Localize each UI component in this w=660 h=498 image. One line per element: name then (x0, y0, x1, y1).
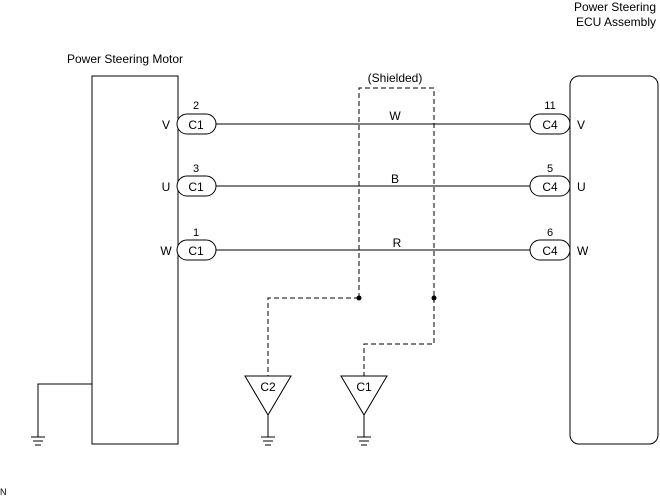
shield-ground-c2: C2 (244, 375, 292, 446)
motor-connector-label: C1 (188, 244, 204, 258)
wire-color-label: R (393, 236, 402, 250)
corner-mark: N (0, 487, 7, 497)
ecu-connector-label: C4 (542, 244, 558, 258)
ecu-terminal-label: W (577, 244, 589, 258)
wire-u: 3 U C1 B 5 C4 U (162, 163, 586, 197)
ecu-title-line2: ECU Assembly (576, 15, 656, 29)
motor-ground (31, 383, 92, 446)
motor-terminal-label: U (162, 180, 171, 194)
motor-title: Power Steering Motor (67, 52, 183, 66)
splice-point (431, 295, 437, 301)
shield-drain-right (363, 295, 437, 376)
ecu-connector (529, 113, 571, 135)
motor-terminal-label: V (162, 118, 170, 132)
shield-label: (Shielded) (368, 71, 423, 85)
motor-pin-number: 2 (193, 100, 199, 112)
shield-enclosure (358, 87, 435, 298)
ecu-connector (529, 239, 571, 261)
motor-connector (176, 239, 217, 261)
ecu-pin-number: 11 (544, 100, 555, 112)
motor-body (91, 75, 179, 445)
ecu-connector-label: C4 (542, 180, 558, 194)
wire-color-label: W (389, 109, 401, 123)
ground-connector-triangle (340, 375, 388, 416)
motor-pin-number: 3 (193, 163, 199, 175)
shield-drain-left (267, 295, 362, 376)
ecu-connector (529, 175, 571, 197)
wire-color-label: B (391, 172, 399, 186)
wire-w: 1 W C1 R 6 C4 W (160, 227, 589, 261)
ecu-pin-number: 6 (547, 227, 553, 239)
motor-connector (176, 113, 217, 135)
shield-ground-c1: C1 (340, 375, 388, 446)
ecu-connector-label: C4 (542, 118, 558, 132)
ecu-title-line1: Power Steering (574, 0, 656, 14)
ground-connector-label: C2 (260, 380, 276, 394)
motor-connector (176, 175, 217, 197)
wire-v: 2 V C1 W 11 C4 V (162, 100, 585, 135)
motor-terminal-label: W (160, 244, 172, 258)
ground-connector-triangle (244, 375, 292, 416)
ground-connector-label: C1 (356, 380, 372, 394)
ecu-terminal-label: U (577, 180, 586, 194)
motor-pin-number: 1 (193, 227, 199, 239)
ecu-body (569, 75, 659, 445)
motor-connector-label: C1 (188, 118, 204, 132)
motor-connector-label: C1 (188, 180, 204, 194)
splice-point (356, 295, 362, 301)
ecu-terminal-label: V (577, 118, 585, 132)
ecu-pin-number: 5 (547, 163, 553, 175)
